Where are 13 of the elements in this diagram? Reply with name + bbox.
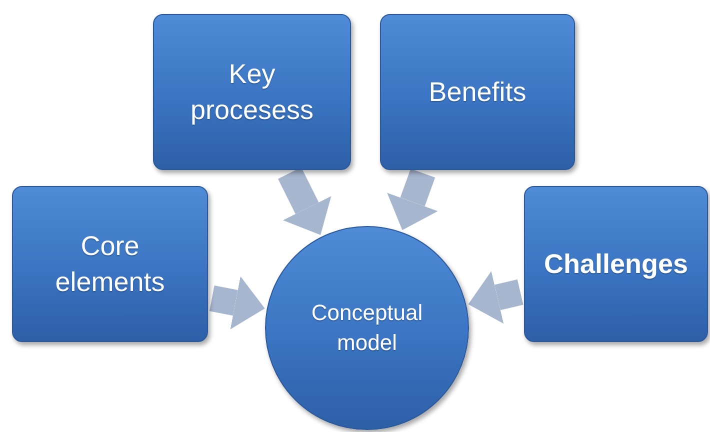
node-label: Challenges <box>544 248 688 281</box>
topic-box <box>153 14 351 170</box>
node-label: Conceptual model <box>310 299 424 357</box>
block-arrow <box>387 168 438 230</box>
block-arrow <box>209 276 265 330</box>
node-label: Core elements <box>54 230 166 299</box>
node-label: Benefits <box>428 76 526 109</box>
topic-box <box>12 186 208 342</box>
topic-box <box>524 186 708 342</box>
node-label: Key procesess <box>189 58 315 127</box>
topic-box <box>380 14 575 170</box>
block-arrow <box>278 167 332 235</box>
block-arrow <box>468 271 524 324</box>
